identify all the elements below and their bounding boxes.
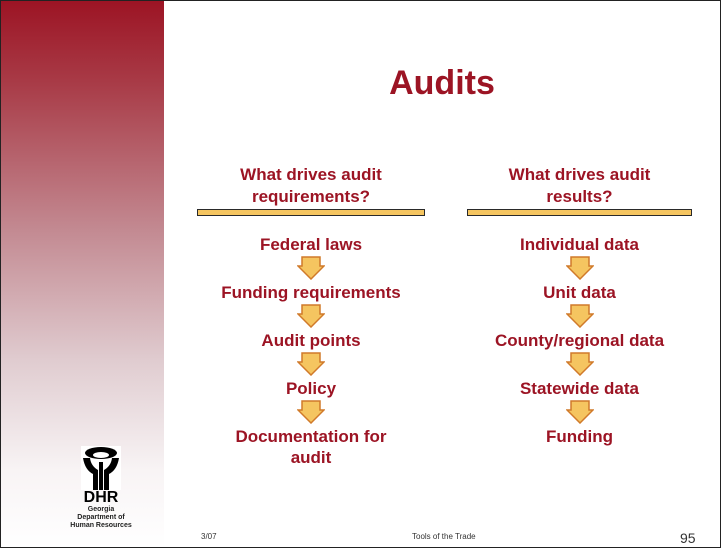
right-item: Individual data: [519, 235, 640, 254]
left-column: What drives audit requirements? Federal …: [197, 164, 425, 468]
dhr-logo: DHR Georgia Department of Human Resource…: [51, 446, 151, 530]
left-item: audit: [290, 448, 332, 467]
down-arrow-icon: [297, 304, 325, 328]
logo-line2: Department of: [77, 514, 125, 521]
left-column-heading: What drives audit requirements?: [197, 164, 425, 209]
logo-line1: Georgia: [87, 506, 115, 513]
left-item: Documentation for: [235, 427, 387, 446]
right-item: County/regional data: [494, 331, 665, 350]
down-arrow-icon: [565, 256, 594, 280]
footer-date: 3/07: [201, 532, 217, 541]
right-column: What drives audit results? Individual da…: [467, 164, 692, 447]
right-column-heading: What drives audit results?: [467, 164, 692, 209]
right-item: Funding: [545, 427, 614, 446]
logo-line3: Human Resources: [70, 522, 132, 529]
left-item: Funding requirements: [221, 283, 401, 302]
left-heading-line2: requirements?: [251, 187, 371, 206]
left-item: Federal laws: [259, 235, 363, 254]
down-arrow-icon: [297, 256, 325, 280]
right-item: Statewide data: [519, 379, 640, 398]
down-arrow-icon: [297, 400, 325, 424]
right-items: Individual data Unit data County/regiona…: [467, 234, 692, 447]
dhr-emblem-icon: [81, 446, 121, 490]
footer-title: Tools of the Trade: [412, 532, 476, 541]
right-heading-rule: [467, 209, 692, 216]
down-arrow-icon: [297, 352, 325, 376]
down-arrow-icon: [565, 304, 594, 328]
page-number: 95: [680, 530, 696, 546]
down-arrow-icon: [565, 352, 594, 376]
logo-abbr: DHR: [83, 489, 119, 506]
left-heading-rule: [197, 209, 425, 216]
right-heading-line1: What drives audit: [508, 165, 651, 184]
left-item: Audit points: [261, 331, 361, 350]
slide-title: Audits: [389, 64, 495, 102]
right-heading-line2: results?: [546, 187, 613, 206]
left-items: Federal laws Funding requirements Audit …: [197, 234, 425, 468]
left-heading-line1: What drives audit: [240, 165, 382, 184]
right-item: Unit data: [543, 283, 616, 302]
left-item: Policy: [285, 379, 337, 398]
down-arrow-icon: [565, 400, 594, 424]
